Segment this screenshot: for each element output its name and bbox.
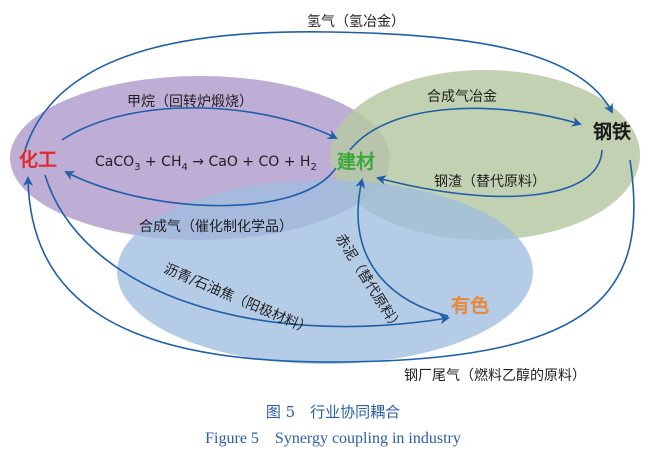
arrow-tail-gas [23, 159, 635, 363]
label-syngas-metallurgy: 合成气冶金 [427, 89, 497, 105]
label-tail-gas: 钢厂尾气（燃料乙醇的原料） [404, 367, 586, 384]
arrow-syngas-chem [64, 167, 337, 207]
arrow-asphalt [44, 174, 450, 328]
arrow-red-mud [355, 178, 449, 317]
arrow-syngas-metallurgy [349, 107, 582, 151]
nonferrous-ellipse [117, 180, 533, 364]
caption-cn: 图 5 行业协同耦合 [266, 403, 400, 421]
caption-en: Figure 5 Synergy coupling in industry [205, 430, 461, 447]
node-steel: 钢铁 [593, 120, 631, 143]
label-slag: 钢渣（替代原料） [434, 174, 546, 190]
node-building: 建材 [337, 150, 375, 173]
label-syngas-chem: 合成气（催化制化学品） [139, 219, 293, 235]
label-hydrogen: 氢气（氢冶金） [307, 14, 405, 30]
arrow-hydrogen [24, 31, 613, 151]
reaction-formula: CaCO3 + CH4 → CaO + CO + H2 [95, 154, 317, 173]
node-nonferrous: 有色 [451, 294, 489, 317]
label-methane: 甲烷（回转炉煅烧） [127, 94, 253, 110]
node-chemical: 化工 [19, 148, 57, 171]
arrow-methane [61, 107, 338, 141]
arrow-slag [376, 149, 603, 198]
